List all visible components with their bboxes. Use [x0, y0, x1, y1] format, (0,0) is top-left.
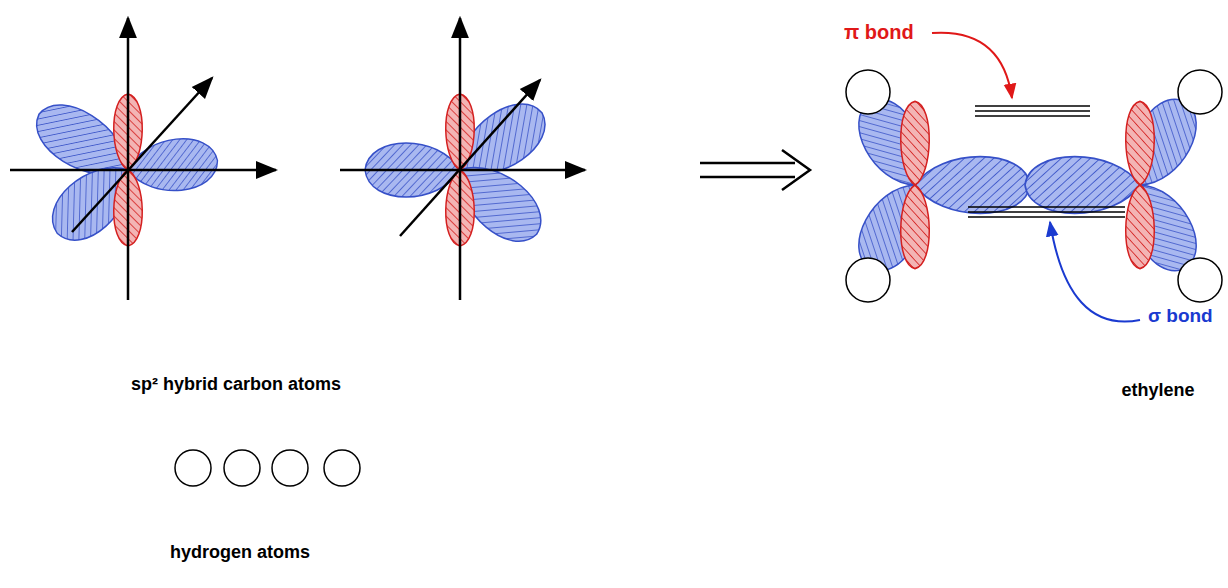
pi-bond-label: π bond	[844, 20, 914, 44]
sp2-carbon-left	[10, 18, 276, 300]
hydrogen-caption: hydrogen atoms	[170, 542, 310, 564]
implies-arrow	[700, 150, 810, 190]
sigma-bond-label: σ bond	[1148, 305, 1213, 328]
sigma-leader	[1050, 222, 1140, 322]
ethylene-molecule	[846, 70, 1222, 302]
pi-leader	[932, 33, 1012, 98]
molecule-caption: ethylene	[1121, 380, 1194, 402]
sp2-carbon-right	[340, 18, 585, 300]
carbon-caption: sp² hybrid carbon atoms	[131, 374, 341, 396]
hydrogen-atoms	[175, 450, 360, 486]
